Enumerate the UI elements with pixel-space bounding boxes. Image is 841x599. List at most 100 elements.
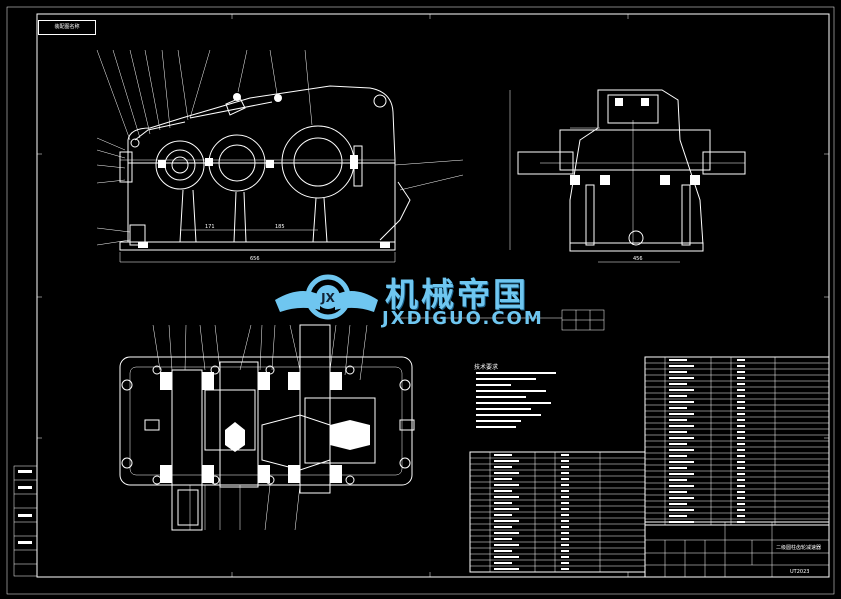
table-cell [669, 455, 687, 457]
table-cell [669, 515, 687, 517]
table-cell [561, 538, 569, 540]
table-cell [737, 467, 745, 469]
table-cell [669, 461, 694, 463]
table-cell [737, 503, 745, 505]
parts-list-right [644, 356, 830, 526]
front-view[interactable]: 656 171 185 [96, 49, 464, 263]
table-cell [737, 359, 745, 361]
table-cell [669, 443, 687, 445]
table-cell [561, 514, 569, 516]
table-cell [669, 479, 687, 481]
watermark-title: 机械帝国 [385, 275, 529, 314]
table-cell [737, 365, 745, 367]
table-cell [669, 485, 694, 487]
table-cell [669, 359, 687, 361]
table-cell [494, 538, 512, 540]
table-cell [494, 454, 512, 456]
dim-front-width: 656 [250, 256, 260, 262]
table-cell [561, 556, 569, 558]
top-view[interactable] [119, 324, 415, 531]
table-cell [561, 526, 569, 528]
table-cell [669, 407, 687, 409]
svg-text:JX: JX [320, 291, 335, 305]
title-block-drawing-no: UT2023 [790, 569, 809, 575]
table-cell [737, 437, 745, 439]
table-cell [494, 472, 519, 474]
table-cell [494, 562, 512, 564]
tech-requirements-title: 技术要求 [474, 363, 498, 371]
table-cell [737, 515, 745, 517]
table-cell [669, 377, 694, 379]
title-block-name: 二级圆柱齿轮减速器 [776, 544, 821, 551]
table-cell [737, 461, 745, 463]
table-cell [494, 502, 512, 504]
table-cell [737, 473, 745, 475]
table-cell [494, 526, 512, 528]
dim-front-a: 171 [205, 224, 215, 230]
zone-ticks [37, 14, 829, 577]
table-cell [494, 460, 519, 462]
table-cell [669, 473, 694, 475]
table-cell [737, 383, 745, 385]
dim-side-width: 456 [633, 256, 643, 262]
sheet-border-outer [6, 6, 835, 595]
table-cell [737, 443, 745, 445]
table-cell [669, 389, 694, 391]
table-cell [494, 544, 519, 546]
table-cell [561, 472, 569, 474]
side-view[interactable]: 456 [509, 89, 746, 263]
table-cell [737, 455, 745, 457]
table-cell [737, 395, 745, 397]
table-cell [737, 413, 745, 415]
table-cell [561, 466, 569, 468]
table-cell [561, 502, 569, 504]
table-cell [669, 467, 687, 469]
table-cell [669, 365, 694, 367]
table-cell [669, 425, 694, 427]
table-cell [737, 509, 745, 511]
dim-front-b: 185 [275, 224, 285, 230]
table-cell [737, 497, 745, 499]
title-grid-small [395, 309, 605, 331]
watermark-url: JXDIGUO.COM [382, 308, 544, 329]
table-cell [494, 478, 512, 480]
table-cell [561, 550, 569, 552]
table-cell [669, 401, 694, 403]
table-cell [561, 568, 569, 570]
table-cell [737, 419, 745, 421]
title-block: 二级圆柱齿轮减速器 UT2023 [644, 521, 830, 578]
table-cell [561, 490, 569, 492]
table-cell [494, 490, 512, 492]
table-cell [737, 491, 745, 493]
binding-strip [13, 465, 38, 577]
table-cell [669, 509, 694, 511]
table-cell [494, 484, 519, 486]
table-cell [561, 508, 569, 510]
parts-list-left [469, 451, 646, 573]
table-cell [669, 491, 687, 493]
top-leaders [152, 324, 368, 531]
front-leaders [96, 49, 464, 246]
table-cell [561, 478, 569, 480]
table-cell [561, 562, 569, 564]
table-cell [737, 389, 745, 391]
table-cell [669, 419, 687, 421]
table-cell [561, 460, 569, 462]
table-cell [669, 431, 687, 433]
table-cell [561, 532, 569, 534]
watermark-logo: JX [275, 274, 378, 320]
table-cell [494, 496, 519, 498]
table-cell [737, 377, 745, 379]
table-cell [737, 401, 745, 403]
table-cell [737, 407, 745, 409]
table-cell [737, 479, 745, 481]
table-cell [494, 550, 512, 552]
table-cell [561, 520, 569, 522]
table-cell [737, 485, 745, 487]
corner-title-tag: 装配图名称 [38, 20, 96, 35]
table-cell [737, 431, 745, 433]
table-cell [561, 454, 569, 456]
table-cell [669, 413, 694, 415]
table-cell [494, 508, 519, 510]
